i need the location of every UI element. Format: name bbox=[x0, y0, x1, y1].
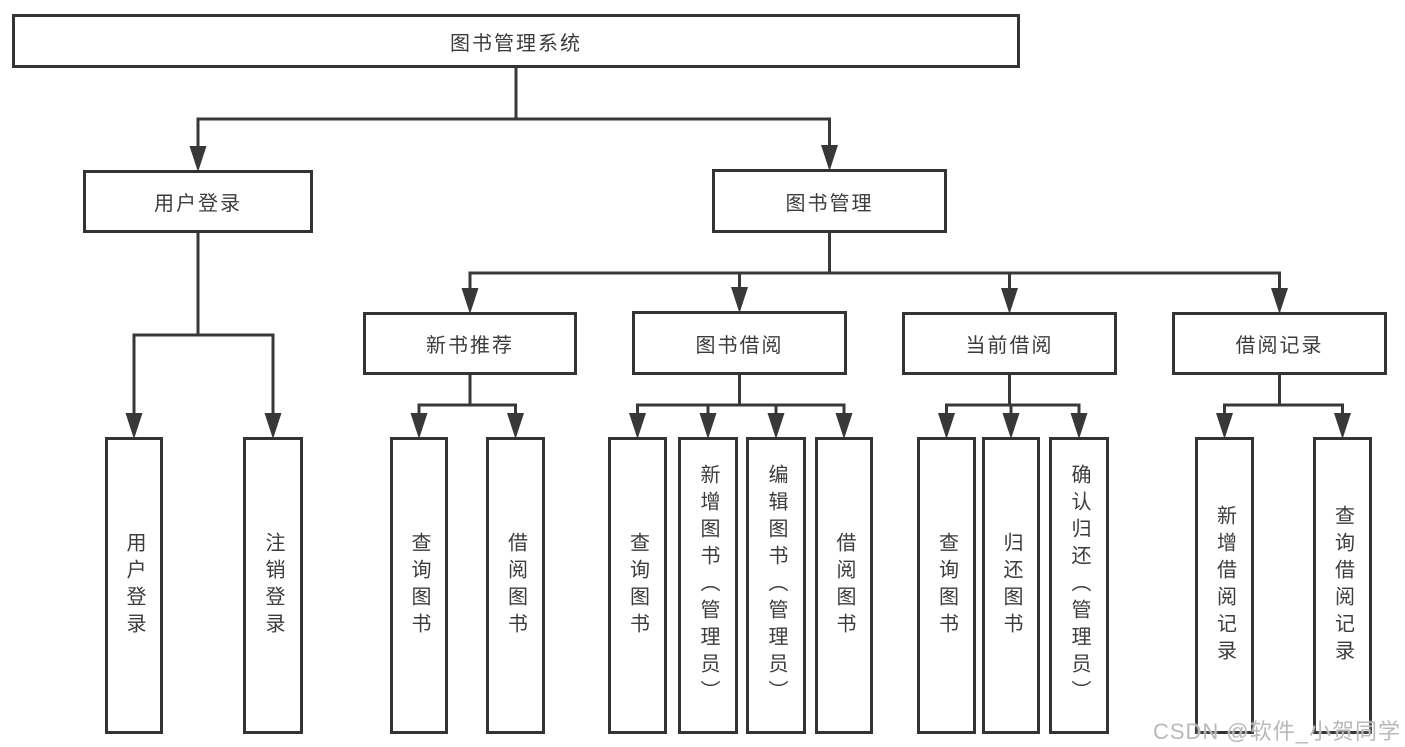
node-bb-edit-books-admin-label: 编辑图书（管理员） bbox=[765, 464, 787, 707]
csdn-watermark: CSDN @软件_小贺同学 bbox=[1152, 719, 1401, 744]
node-br-add-record: 新增借阅记录 bbox=[1195, 437, 1254, 734]
node-rec-query-books-label: 查询图书 bbox=[408, 531, 430, 640]
node-book-management: 图书管理 bbox=[712, 169, 947, 233]
node-rec-borrow-books-label: 借阅图书 bbox=[504, 531, 527, 640]
node-cb-return-books: 归还图书 bbox=[982, 437, 1040, 734]
node-br-query-record-label: 查询借阅记录 bbox=[1331, 504, 1354, 667]
node-bb-borrow-books: 借阅图书 bbox=[815, 437, 873, 734]
node-current-borrowing: 当前借阅 bbox=[902, 312, 1117, 375]
node-user-login-leaf: 用户登录 bbox=[105, 437, 163, 734]
node-user-login: 用户登录 bbox=[83, 170, 313, 233]
node-logout: 注销登录 bbox=[243, 437, 303, 734]
node-cb-confirm-return-admin-label: 确认归还（管理员） bbox=[1068, 464, 1090, 707]
node-bb-add-books-admin: 新增图书（管理员） bbox=[678, 437, 738, 734]
node-new-book-recommend-label: 新书推荐 bbox=[426, 335, 514, 357]
node-bb-edit-books-admin: 编辑图书（管理员） bbox=[746, 437, 806, 734]
node-book-management-label: 图书管理 bbox=[785, 192, 874, 215]
node-bb-query-books: 查询图书 bbox=[608, 437, 667, 734]
node-cb-return-books-label: 归还图书 bbox=[1000, 531, 1022, 640]
node-logout-label: 注销登录 bbox=[262, 531, 284, 640]
node-bb-query-books-label: 查询图书 bbox=[626, 531, 649, 640]
node-library-system: 图书管理系统 bbox=[12, 14, 1020, 68]
node-book-borrowing-label: 图书借阅 bbox=[695, 334, 784, 357]
node-book-borrowing: 图书借阅 bbox=[632, 311, 847, 375]
node-br-add-record-label: 新增借阅记录 bbox=[1213, 504, 1236, 667]
node-current-borrowing-label: 当前借阅 bbox=[965, 335, 1054, 357]
node-rec-borrow-books: 借阅图书 bbox=[486, 437, 545, 734]
node-user-login-label: 用户登录 bbox=[154, 193, 242, 215]
node-library-system-label: 图书管理系统 bbox=[450, 32, 582, 55]
node-bb-borrow-books-label: 借阅图书 bbox=[833, 531, 855, 640]
node-bb-add-books-admin-label: 新增图书（管理员） bbox=[697, 464, 719, 707]
node-borrowing-records-label: 借阅记录 bbox=[1235, 335, 1324, 357]
node-cb-query-books: 查询图书 bbox=[917, 437, 976, 734]
node-br-query-record: 查询借阅记录 bbox=[1313, 437, 1372, 734]
node-borrowing-records: 借阅记录 bbox=[1172, 312, 1387, 375]
node-new-book-recommend: 新书推荐 bbox=[363, 312, 577, 375]
node-cb-query-books-label: 查询图书 bbox=[935, 531, 958, 640]
node-rec-query-books: 查询图书 bbox=[390, 437, 448, 734]
node-user-login-leaf-label: 用户登录 bbox=[123, 531, 145, 640]
node-cb-confirm-return-admin: 确认归还（管理员） bbox=[1049, 437, 1109, 734]
